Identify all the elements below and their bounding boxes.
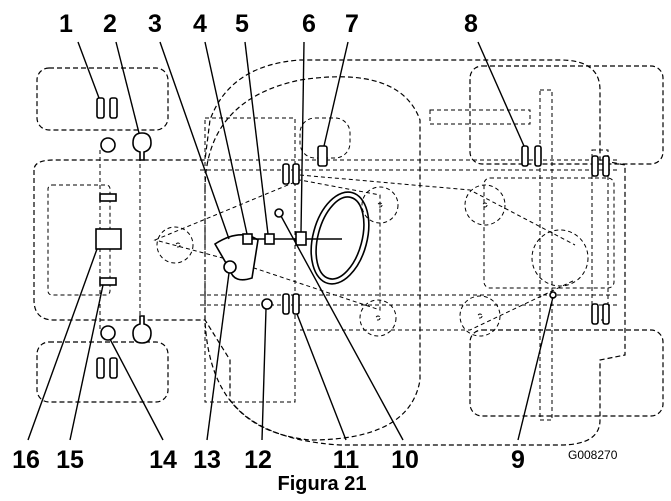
steering-plate [310,191,370,285]
fitting-rb-a [591,303,599,325]
callout-6: 6 [302,10,316,38]
fitting-11a [282,293,290,315]
spindle-bottom [132,315,152,344]
fitting-deck-a [282,163,290,185]
joint-5 [264,233,275,245]
fitting-8a [521,145,529,167]
callout-3: 3 [148,10,162,38]
callout-4: 4 [193,10,207,38]
fitting-1a [96,97,105,119]
fitting-16 [95,228,122,250]
grease-nipple-12 [261,298,273,310]
fitting-rt-a [591,155,599,177]
chassis-outline [33,59,664,446]
fitting-front-a [99,193,117,202]
callout-8: 8 [464,10,478,38]
fitting-8b [534,145,542,167]
spindle-2 [132,132,152,161]
callout-9: 9 [511,446,525,474]
callout-1: 1 [59,10,73,38]
callout-numbers: 1 2 3 4 5 6 7 8 9 10 11 12 13 14 15 16 [12,10,525,474]
callout-5: 5 [235,10,249,38]
callout-11: 11 [333,446,360,474]
figure-code: G008270 [568,448,618,462]
callout-13: 13 [193,446,221,474]
fitting-15 [99,277,117,286]
grease-nipple-top [100,137,116,153]
fitting-deck-b [292,163,300,185]
joint-6 [295,231,307,246]
fitting-rb-b [602,303,610,325]
callout-2: 2 [103,10,117,38]
joint-4 [242,233,253,245]
pivot-13 [223,260,237,274]
figure-caption: Figura 21 [278,473,367,495]
grease-nipple-14 [100,325,116,341]
fitting-11b [292,293,300,315]
callout-16: 16 [12,446,40,474]
callout-7: 7 [345,10,359,38]
fitting-7 [317,145,328,167]
pivot-sector [213,234,259,281]
fitting-rt-b [602,155,610,177]
leader-lines [27,41,554,441]
fitting-bl-a [96,357,105,379]
fitting-1b [109,97,118,119]
callout-10: 10 [391,446,419,474]
grease-nipple-10 [274,208,284,218]
callout-15: 15 [56,446,84,474]
grease-fittings [95,97,610,379]
fitting-bl-b [109,357,118,379]
callout-12: 12 [244,446,272,474]
callout-14: 14 [149,446,177,474]
